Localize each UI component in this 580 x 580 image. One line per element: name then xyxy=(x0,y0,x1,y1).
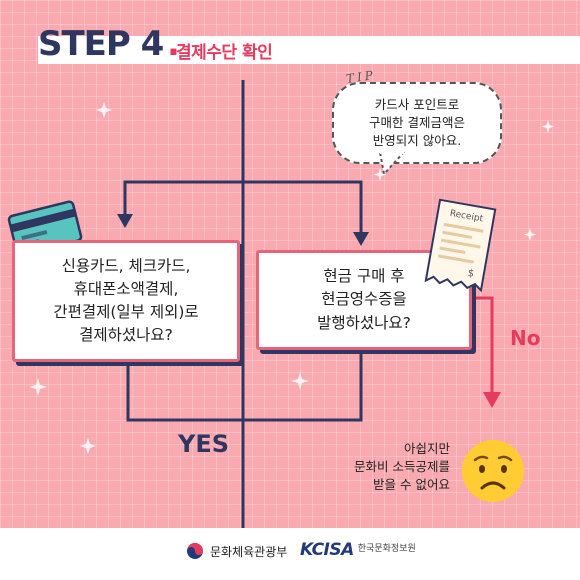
taegeuk-icon xyxy=(187,543,203,559)
no-arrow-line xyxy=(470,296,494,395)
ministry-logo: 문화체육관광부 xyxy=(186,542,287,560)
yes-label: YES xyxy=(178,430,230,458)
footer xyxy=(0,528,580,580)
yes-merge-line-right xyxy=(243,348,363,422)
tip-text: 카드사 포인트로 구매한 결제금액은 반영되지 않아요. xyxy=(369,96,465,149)
no-label: No xyxy=(510,326,541,350)
kcisa-mark: KCISA xyxy=(300,540,354,560)
sad-face-icon xyxy=(462,440,524,502)
receipt-icon: Receipt $ xyxy=(424,198,497,293)
arrow-head-left xyxy=(117,214,133,228)
kcisa-logo: KCISA 한국문화정보원 xyxy=(300,540,416,560)
step-dot: . xyxy=(167,24,180,64)
sparkle-decorations xyxy=(29,102,555,454)
question-cash-text: 현금 구매 후 현금영수증을 발행하셨나요? xyxy=(317,267,411,332)
step-label: STEP 4 xyxy=(38,24,164,64)
arrow-head-right xyxy=(353,232,369,246)
branch-line xyxy=(123,180,363,234)
bubble-tail xyxy=(378,150,407,177)
result-message: 아쉽지만 문화비 소득공제를 받을 수 없어요 xyxy=(354,441,450,493)
tip-speech-bubble: 카드사 포인트로 구매한 결제금액은 반영되지 않아요. xyxy=(332,82,502,164)
page-title: 결제수단 확인 xyxy=(176,43,273,63)
kcisa-subtitle: 한국문화정보원 xyxy=(357,544,416,555)
question-box-card: 신용카드, 체크카드, 휴대폰소액결제, 간편결제(일부 제외)로 결제하셨나요… xyxy=(12,240,240,362)
no-arrow-head xyxy=(483,392,501,408)
question-box-cash: 현금 구매 후 현금영수증을 발행하셨나요? xyxy=(256,250,472,350)
ministry-name: 문화체육관광부 xyxy=(210,544,288,559)
question-card-text: 신용카드, 체크카드, 휴대폰소액결제, 간편결제(일부 제외)로 결제하셨나요… xyxy=(53,256,199,345)
receipt-currency: $ xyxy=(467,268,475,280)
yes-merge-line-left xyxy=(126,356,243,422)
header-bar xyxy=(38,36,580,64)
